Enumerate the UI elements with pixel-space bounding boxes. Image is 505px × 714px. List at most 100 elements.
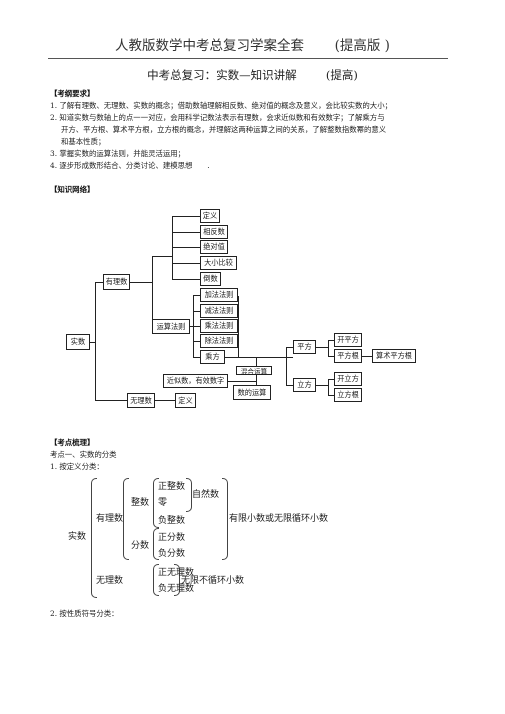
node-absolute-value: 绝对值 bbox=[200, 240, 228, 254]
connector bbox=[193, 357, 200, 358]
node-irrational: 无理数 bbox=[127, 393, 155, 408]
class-integer: 整数 bbox=[131, 498, 150, 508]
node-cube: 立方 bbox=[293, 378, 316, 392]
objective-line: 4. 逐步形成数形结合、分类讨论、建模思想 . bbox=[50, 161, 210, 170]
connector bbox=[95, 282, 103, 283]
class-positive-fraction: 正分数 bbox=[158, 533, 186, 543]
review-heading: 【考点梳理】 bbox=[50, 438, 95, 447]
node-approximation: 近似数，有效数字 bbox=[163, 374, 228, 388]
class-finite-decimal: 有限小数或无限循环小数 bbox=[229, 514, 329, 524]
connector bbox=[95, 282, 96, 400]
node-operation-rules: 运算法则 bbox=[152, 319, 190, 334]
objective-line: 1. 了解有理数、无理数、实数的概念；借助数轴理解相反数、绝对值的概念及意义，会… bbox=[50, 101, 392, 110]
connector bbox=[172, 216, 200, 217]
connector bbox=[328, 340, 329, 356]
connector bbox=[193, 326, 200, 327]
connector bbox=[328, 379, 334, 380]
objective-line: 开方、平方根、算术平方根，立方根的概念，并理解这两种运算之间的关系，了解整数指数… bbox=[61, 125, 387, 134]
connector bbox=[362, 356, 372, 357]
review-item-title: 1. 按定义分类： bbox=[50, 462, 104, 471]
connector bbox=[130, 282, 152, 283]
brace bbox=[91, 478, 97, 598]
node-irrational-definition: 定义 bbox=[175, 393, 196, 408]
connector bbox=[155, 400, 175, 401]
node-multiplication-rule: 乘法法则 bbox=[200, 319, 238, 333]
class-zero: 零 bbox=[158, 498, 168, 508]
node-rational: 有理数 bbox=[103, 274, 130, 290]
connector bbox=[90, 342, 95, 343]
node-take-square-root: 开平方 bbox=[334, 333, 362, 347]
document-header: 人教版数学中考总复习学案全套 (提高版 ) bbox=[0, 34, 505, 54]
connector bbox=[172, 232, 200, 233]
class-positive-integer: 正整数 bbox=[158, 482, 186, 492]
connector bbox=[286, 347, 287, 385]
review-point-title: 考点一、实数的分类 bbox=[50, 450, 117, 459]
connector bbox=[238, 296, 239, 357]
node-reciprocal: 倒数 bbox=[200, 272, 221, 286]
node-take-cube-root: 开立方 bbox=[334, 372, 362, 386]
objective-line: 和基本性质； bbox=[61, 137, 106, 146]
connector bbox=[328, 340, 334, 341]
connector bbox=[152, 256, 153, 326]
objective-line: 3. 掌握实数的运算法则，并能灵活运用； bbox=[50, 149, 186, 158]
brace bbox=[186, 478, 192, 512]
node-addition-rule: 加法法则 bbox=[200, 288, 238, 302]
connector bbox=[172, 279, 200, 280]
node-square: 平方 bbox=[293, 340, 316, 354]
connector bbox=[193, 341, 200, 342]
brace bbox=[123, 478, 129, 560]
connector bbox=[286, 347, 293, 348]
connector bbox=[328, 395, 334, 396]
class-fraction: 分数 bbox=[131, 541, 150, 551]
objective-line: 2. 知道实数与数轴上的点一一对应，会用科学记数法表示有理数，会求近似数和有效数… bbox=[50, 113, 385, 122]
connector bbox=[193, 311, 200, 312]
class-negative-fraction: 负分数 bbox=[158, 549, 186, 559]
node-subtraction-rule: 减法法则 bbox=[200, 304, 238, 318]
section-title: 中考总复习：实数—知识讲解 (提高) bbox=[0, 67, 505, 83]
class-irrational: 无理数 bbox=[96, 576, 124, 586]
node-number-operations: 数的运算 bbox=[233, 385, 271, 400]
node-mixed-operation: 混合运算 bbox=[236, 366, 272, 376]
brace bbox=[153, 564, 159, 596]
node-square-root: 平方根 bbox=[334, 349, 362, 363]
connector bbox=[316, 385, 328, 386]
node-arithmetic-square-root: 算术平方根 bbox=[372, 349, 416, 363]
connector bbox=[328, 356, 334, 357]
document-edition: (提高版 ) bbox=[334, 38, 390, 54]
class-real: 实数 bbox=[68, 532, 87, 542]
connector bbox=[152, 256, 172, 257]
brace bbox=[222, 478, 228, 560]
brace bbox=[153, 478, 159, 528]
connector bbox=[172, 247, 200, 248]
class-negative-irrational: 负无理数 bbox=[158, 584, 195, 594]
node-comparison: 大小比较 bbox=[200, 256, 237, 270]
node-cube-root: 立方根 bbox=[334, 388, 362, 402]
brace bbox=[153, 528, 159, 560]
objectives-heading: 【考纲要求】 bbox=[50, 89, 95, 98]
document-title: 人教版数学中考总复习学案全套 bbox=[115, 38, 305, 54]
node-power: 乘方 bbox=[200, 350, 225, 364]
brace bbox=[174, 564, 180, 596]
node-division-rule: 除法法则 bbox=[200, 334, 238, 348]
connector bbox=[256, 357, 257, 366]
class-negative-integer: 负整数 bbox=[158, 516, 186, 526]
class-natural: 自然数 bbox=[192, 490, 220, 500]
network-heading: 【知识网络】 bbox=[50, 185, 95, 194]
connector bbox=[316, 347, 328, 348]
section-title-text: 中考总复习：实数—知识讲解 bbox=[147, 68, 297, 82]
class-rational: 有理数 bbox=[96, 514, 124, 524]
connector bbox=[172, 263, 200, 264]
connector bbox=[228, 381, 256, 382]
connector bbox=[193, 295, 200, 296]
node-definition: 定义 bbox=[200, 209, 220, 223]
node-opposite: 相反数 bbox=[200, 225, 228, 239]
node-real-number: 实数 bbox=[66, 334, 90, 350]
section-level: (提高) bbox=[325, 68, 358, 82]
class-positive-irrational: 正无理数 bbox=[158, 568, 195, 578]
connector bbox=[95, 400, 127, 401]
connector bbox=[256, 375, 257, 385]
connector bbox=[286, 385, 293, 386]
header-rule bbox=[48, 58, 448, 59]
connector bbox=[328, 379, 329, 395]
class-infinite-decimal: 无限不循环小数 bbox=[181, 576, 245, 586]
